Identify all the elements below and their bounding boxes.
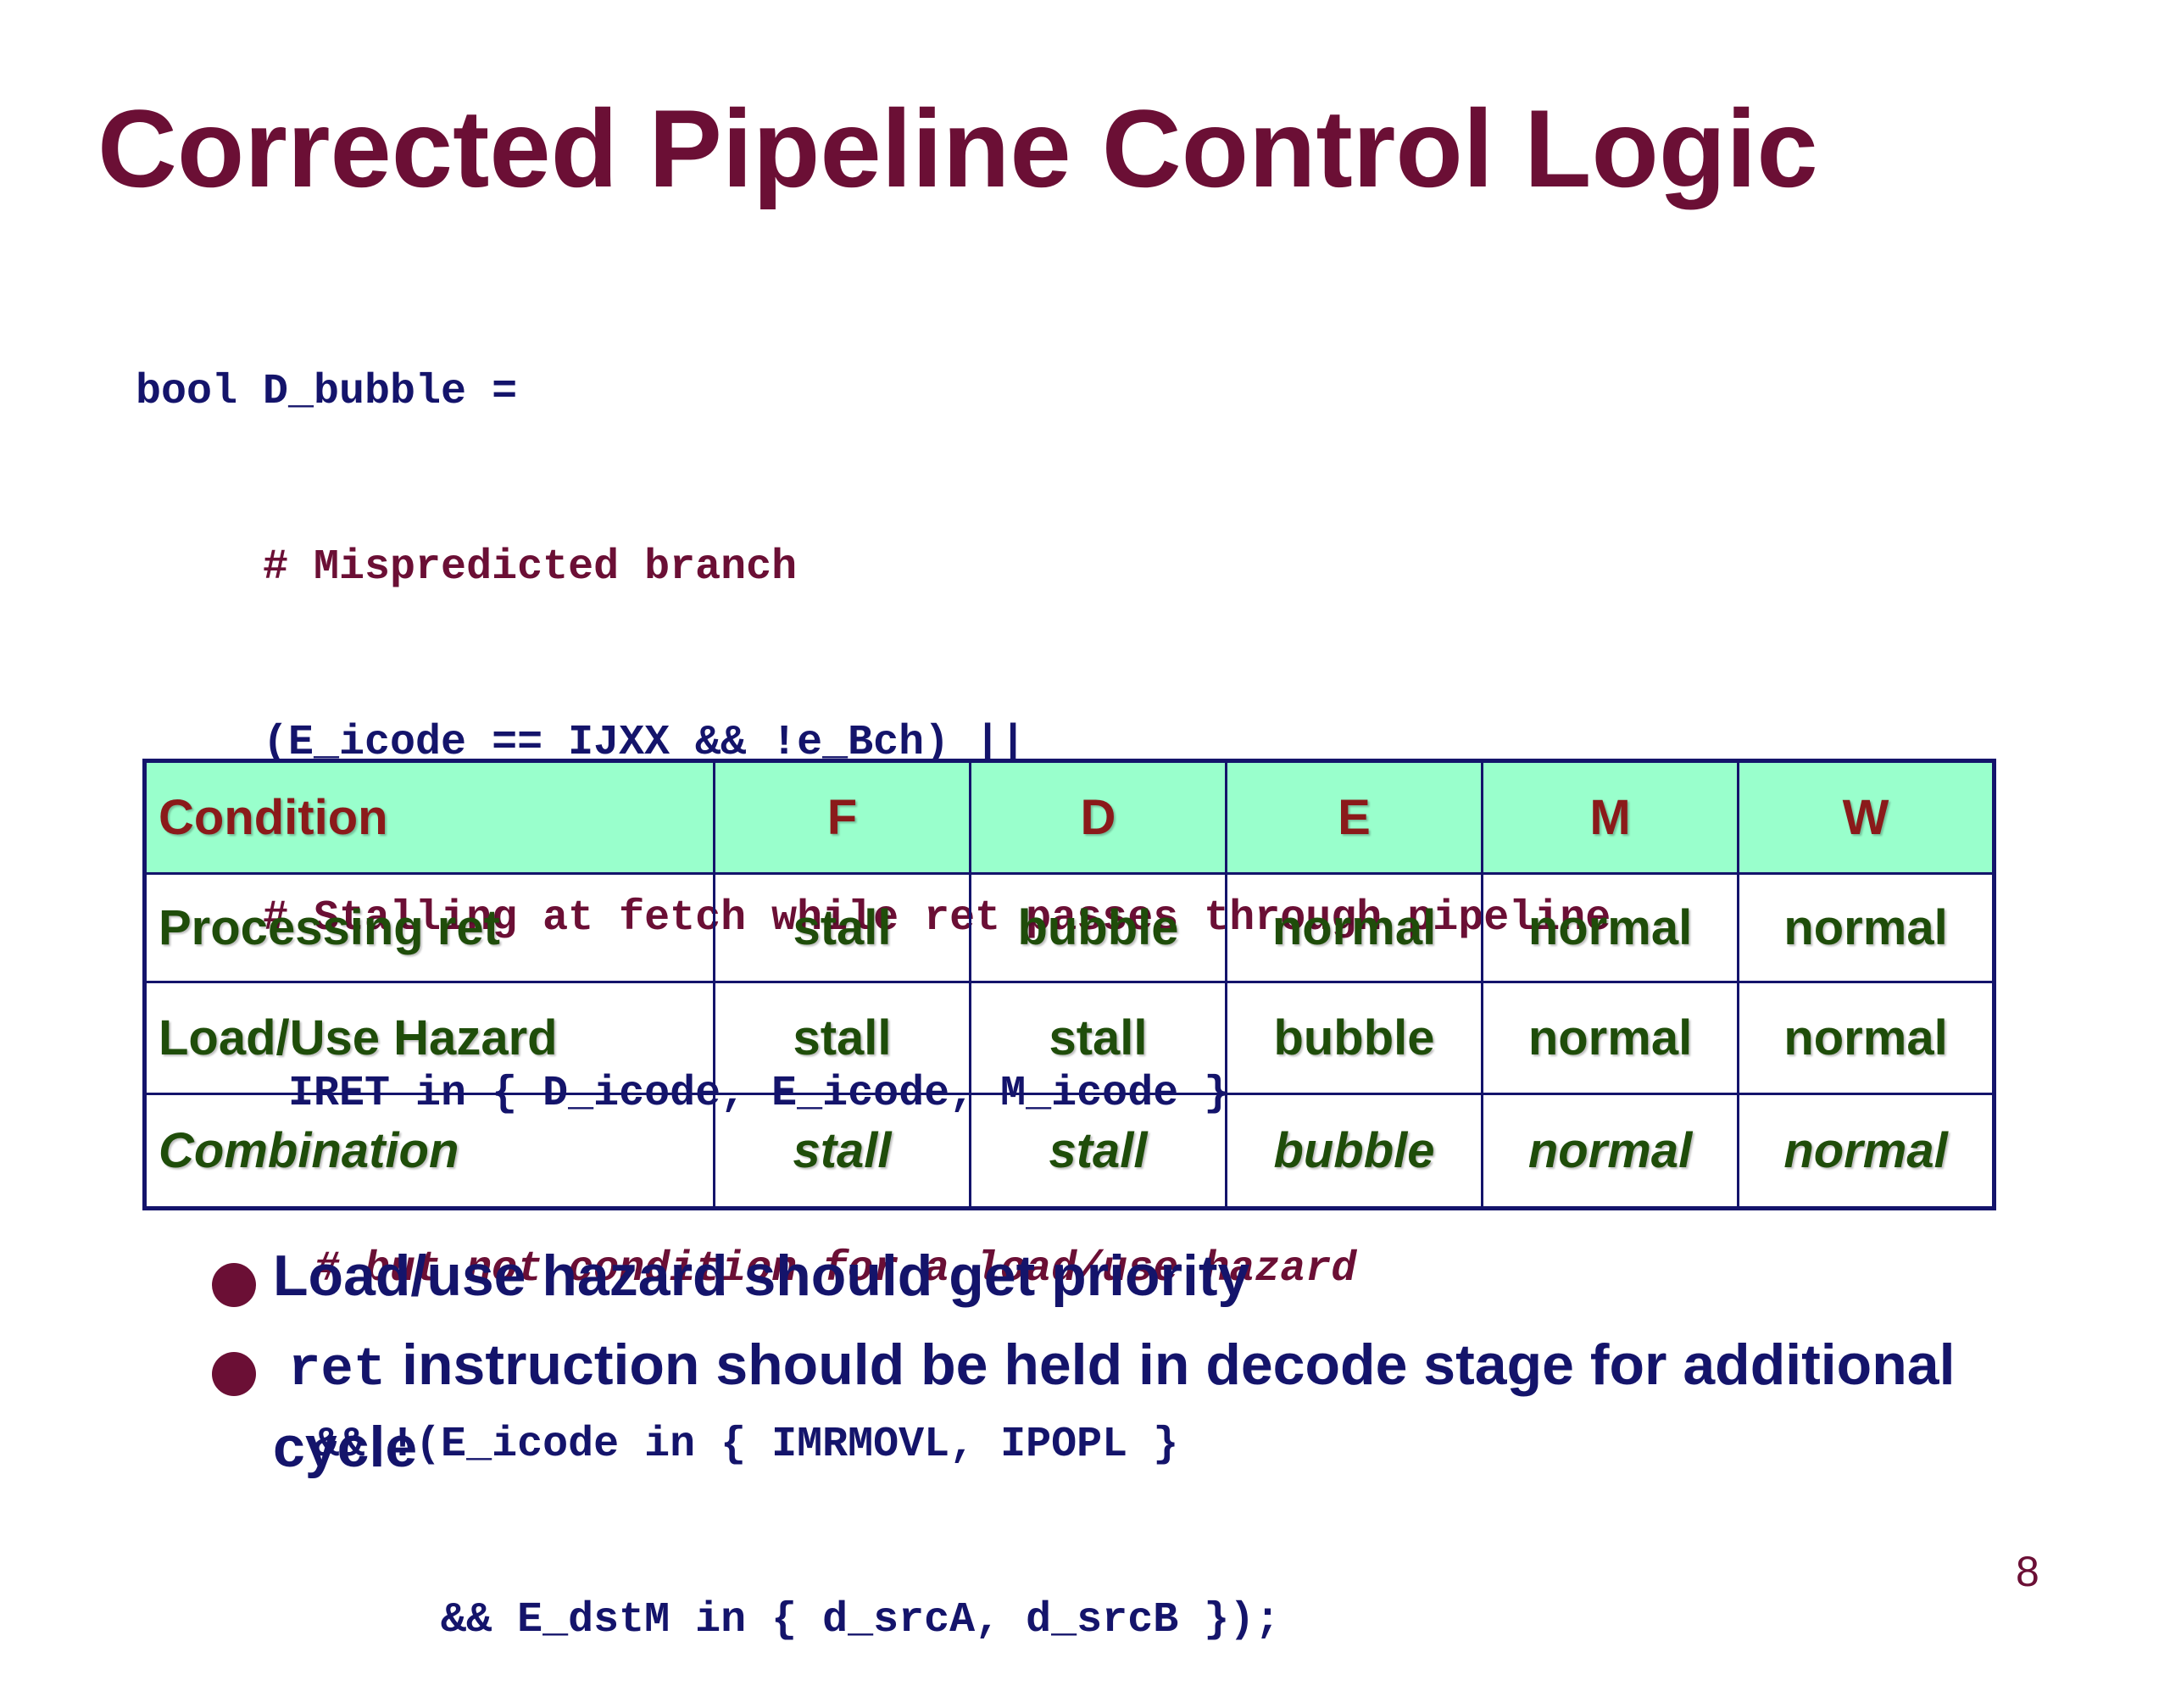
header-stage-e: E — [1225, 759, 1483, 875]
cell-f: stall — [713, 1093, 971, 1210]
cell-w: normal — [1737, 1093, 1995, 1210]
bullet-text: instruction should be held in decode sta… — [273, 1332, 1956, 1479]
cell-e: bubble — [1225, 1093, 1483, 1210]
header-stage-f: F — [713, 759, 971, 875]
bullet-list: Load/use hazard should get priority ret … — [212, 1238, 2077, 1485]
cell-m: normal — [1481, 872, 1739, 983]
cell-e: bubble — [1225, 981, 1483, 1095]
table-row: Combination stall stall bubble normal no… — [143, 1093, 1995, 1210]
row-condition: Processing ret — [143, 872, 715, 983]
code-line-not-condition: && !(E_icode in { IMRMOVL, IPOPL } — [136, 1421, 1179, 1469]
header-stage-m: M — [1481, 759, 1739, 875]
pipeline-condition-table: Condition F D E M W Processing ret stall… — [142, 759, 1996, 1210]
bullet-text: Load/use hazard should get priority — [273, 1243, 1250, 1308]
table-row: Processing ret stall bubble normal norma… — [143, 872, 1995, 983]
code-line-dstm-condition: && E_dstM in { d_srcA, d_srcB }); — [136, 1596, 1281, 1644]
cell-m: normal — [1481, 981, 1739, 1095]
header-stage-d: D — [969, 759, 1227, 875]
header-stage-w: W — [1737, 759, 1995, 875]
bullet-item-priority: Load/use hazard should get priority — [212, 1238, 2077, 1314]
bullet-marker-icon — [212, 1263, 256, 1307]
row-condition: Load/Use Hazard — [143, 981, 715, 1095]
bullet-marker-icon — [212, 1352, 256, 1396]
cell-f: stall — [713, 981, 971, 1095]
slide-title: Corrected Pipeline Control Logic — [97, 86, 1818, 210]
cell-d: bubble — [969, 872, 1227, 983]
cell-w: normal — [1737, 981, 1995, 1095]
header-condition: Condition — [143, 759, 715, 875]
code-line-comment-mispredicted: # Mispredicted branch — [136, 543, 798, 592]
cell-m: normal — [1481, 1093, 1739, 1210]
cell-d: stall — [969, 1093, 1227, 1210]
bullet-item-ret: ret instruction should be held in decode… — [212, 1327, 2077, 1485]
cell-f: stall — [713, 872, 971, 983]
page-number: 8 — [2016, 1548, 2039, 1595]
cell-d: stall — [969, 981, 1227, 1095]
table-row: Load/Use Hazard stall stall bubble norma… — [143, 981, 1995, 1095]
cell-w: normal — [1737, 872, 1995, 983]
code-line-comment-load-use: # but not condition for a load/use hazar… — [136, 1245, 1357, 1294]
code-line-declaration: bool D_bubble = — [136, 368, 518, 416]
table-header-row: Condition F D E M W — [143, 759, 1995, 875]
inline-code-ret: ret — [288, 1340, 387, 1401]
row-condition: Combination — [143, 1093, 715, 1210]
cell-e: normal — [1225, 872, 1483, 983]
